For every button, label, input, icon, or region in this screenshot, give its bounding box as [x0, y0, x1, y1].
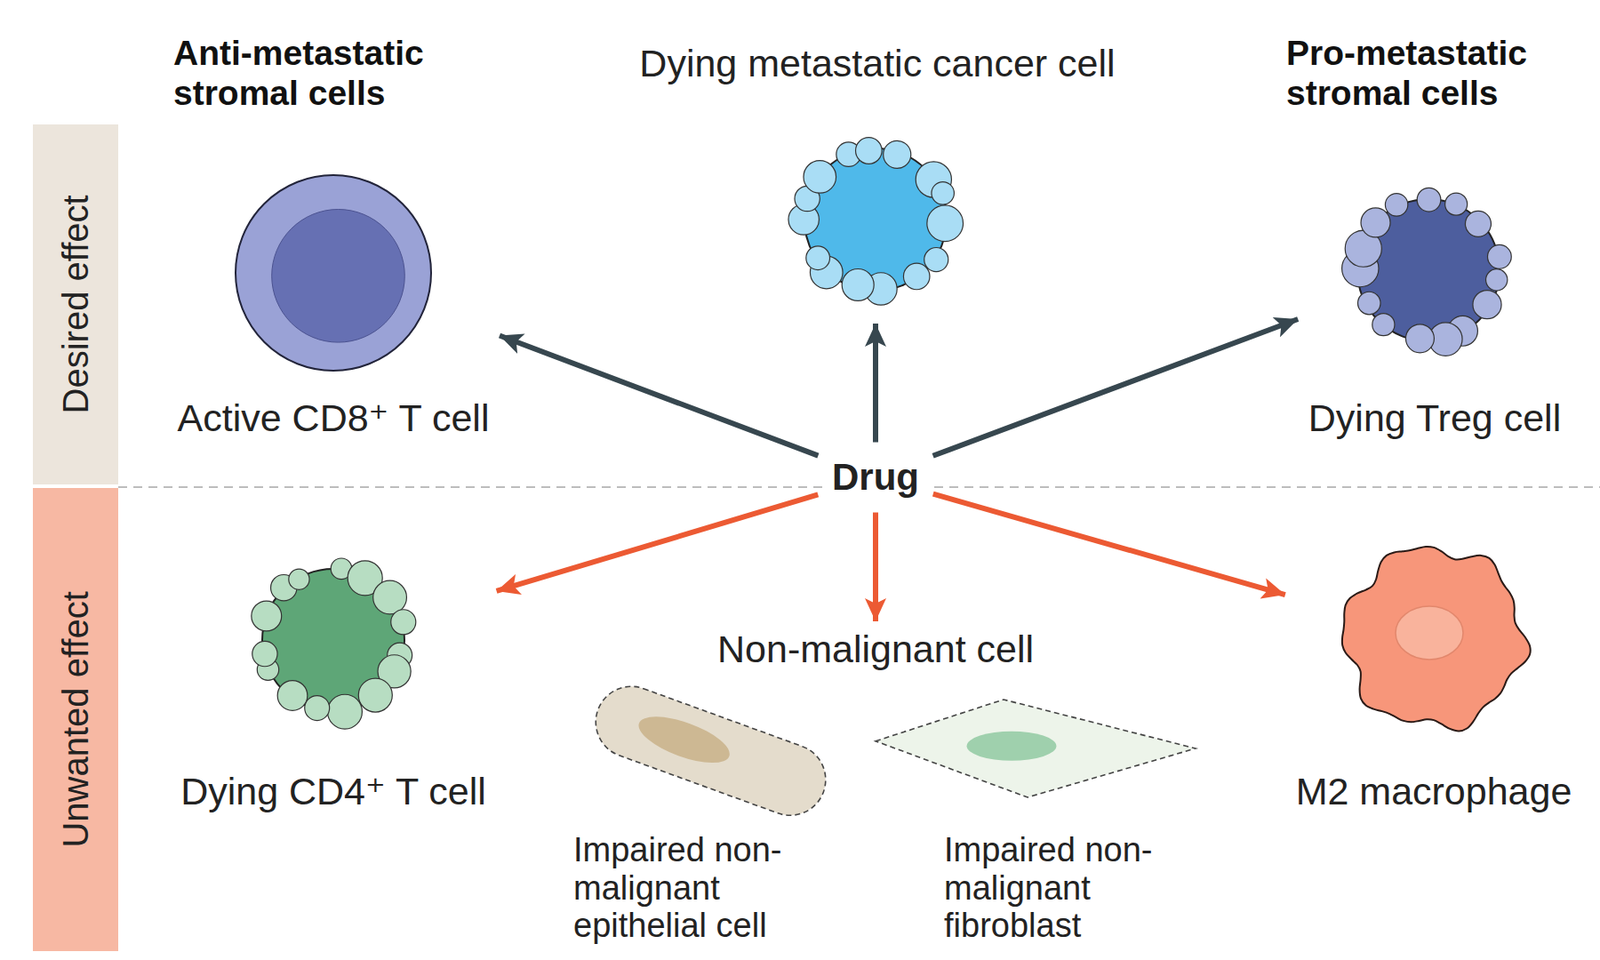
effect-arrow	[933, 319, 1299, 456]
node-text: M2 macrophage	[1296, 769, 1573, 813]
cell: Impaired non-malignant fibroblast	[870, 694, 1216, 951]
node-text: Impaired non-malignant fibroblast	[944, 831, 1211, 945]
cell-drawing	[234, 541, 432, 739]
node-text: Dying Treg cell	[1308, 396, 1561, 440]
cell-drawing	[580, 671, 841, 832]
effect-band: Desired effect	[32, 124, 119, 485]
cell-drawing	[870, 694, 1201, 803]
cell-drawing	[230, 169, 437, 376]
effect-arrow	[496, 494, 819, 591]
cell: Dying metastatic cancer cell	[633, 36, 1120, 319]
cell: M2 macrophage	[1290, 532, 1578, 818]
effect-arrow	[499, 336, 818, 456]
cell: Impaired non-malignant epithelial cell	[568, 671, 846, 950]
node-text: Active CD8⁺ T cell	[177, 396, 490, 440]
node-text: Dying metastatic cancer cell	[639, 41, 1115, 85]
effect-arrow	[872, 323, 879, 442]
effect-arrow	[933, 494, 1286, 596]
cell: Active CD8⁺ T cell	[172, 169, 496, 445]
cell: Dying CD4⁺ T cell	[175, 541, 492, 818]
drug-label: Drug	[823, 447, 928, 507]
node-text: Desired effect	[56, 194, 96, 414]
effect-arrow	[872, 512, 879, 622]
cell-group: Impaired non-malignant epithelial cell Im…	[533, 626, 1209, 956]
node-text: Impaired non-malignant epithelial cell	[573, 831, 840, 945]
cell: Dying Treg cell	[1303, 171, 1567, 445]
cell-drawing	[1329, 171, 1528, 369]
heading-label: Pro-metastatic stromal cells	[1286, 33, 1580, 114]
node-text: Drug	[832, 456, 920, 498]
effect-band: Unwanted effect	[32, 488, 119, 952]
node-text: Non-malignant cell	[717, 627, 1034, 671]
cell-drawing	[776, 120, 975, 319]
cell-drawing	[1328, 532, 1539, 743]
heading-label: Anti-metastatic stromal cells	[173, 33, 476, 114]
node-text: Unwanted effect	[56, 591, 96, 848]
node-text: Dying CD4⁺ T cell	[180, 769, 487, 813]
